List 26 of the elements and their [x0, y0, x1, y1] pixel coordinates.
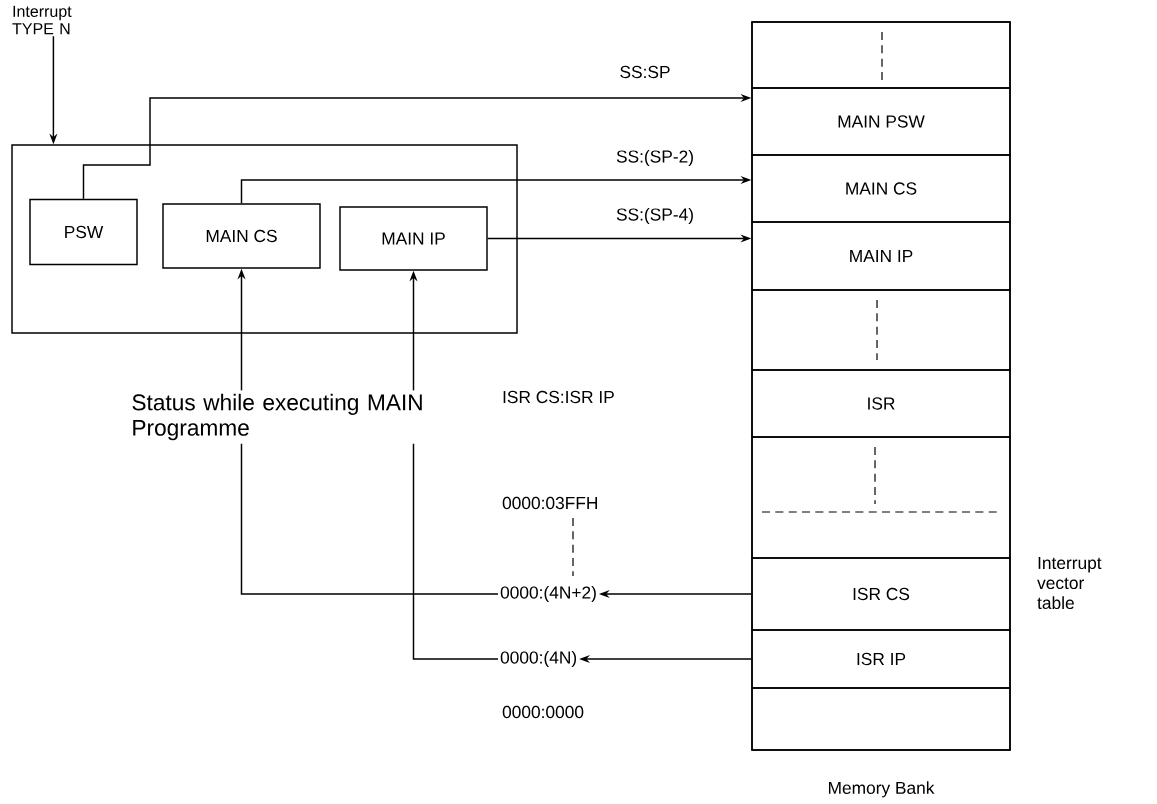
memory-cell: MAIN CS — [751, 154, 1011, 223]
register-box: MAIN IP — [339, 206, 488, 271]
memory-cell — [751, 289, 1011, 371]
caption-text: Status while executing MAIN Programme — [132, 393, 422, 441]
register-box: PSW — [29, 198, 138, 266]
edge-label: SS:(SP-4) — [614, 206, 696, 226]
memory-cell: MAIN PSW — [751, 87, 1011, 156]
address-label: 0000:03FFH — [502, 496, 597, 510]
node-label: Memory Bank — [828, 781, 935, 798]
register-box: MAIN CS — [162, 203, 321, 269]
text-label: 0000:(4N) — [500, 650, 577, 668]
cpu-box — [11, 144, 518, 334]
memory-cell: ISR IP — [751, 629, 1011, 689]
memory-cell: ISR — [751, 369, 1011, 438]
memory-cell — [751, 21, 1011, 89]
text-label: 0000:(4N+2) — [500, 585, 596, 603]
edge-label: SS:SP — [618, 64, 672, 80]
edge-label: SS:(SP-2) — [614, 148, 696, 168]
text-label: Interrupt TYPE N — [12, 5, 72, 35]
memory-cell: MAIN IP — [751, 221, 1011, 291]
memory-cell — [751, 436, 1011, 559]
address-label: ISR CS:ISR IP — [503, 390, 614, 404]
memory-cell — [751, 687, 1011, 751]
side-label: Interrupt vector table — [1037, 556, 1102, 610]
memory-cell: ISR CS — [751, 557, 1011, 631]
address-label: 0000:0000 — [502, 705, 584, 719]
